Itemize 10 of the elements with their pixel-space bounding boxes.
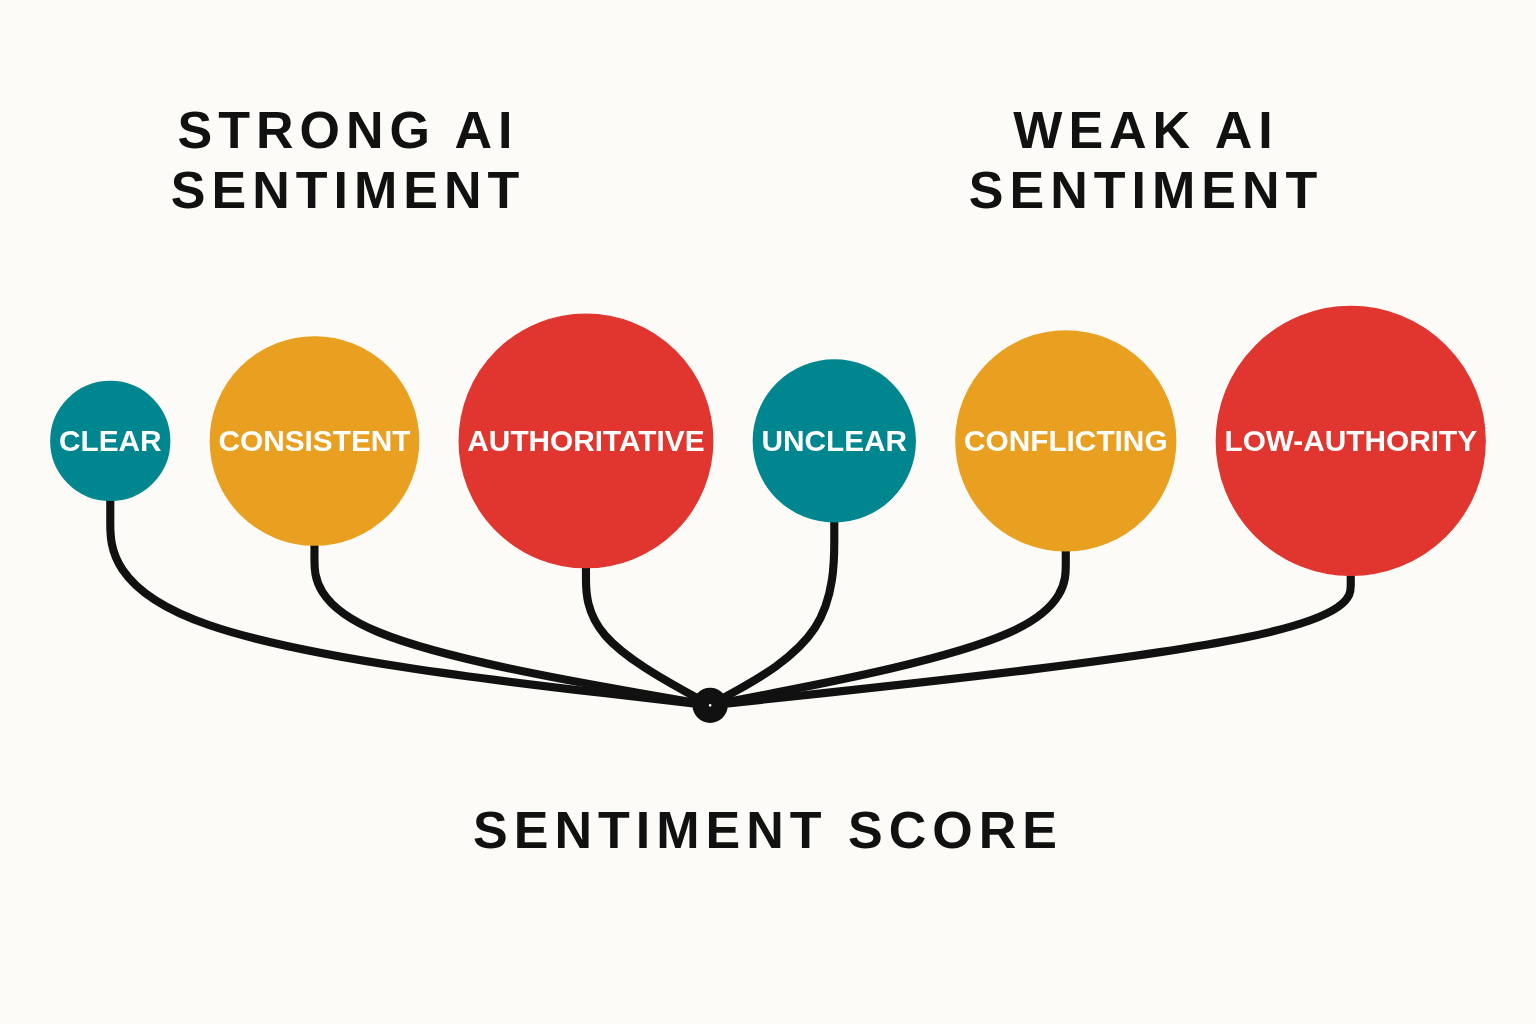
node-circle: LOW-AUTHORITY: [1215, 305, 1486, 577]
heading: WEAK AI SENTIMENT: [967, 100, 1325, 220]
node-circle: CONFLICTING: [955, 330, 1177, 552]
heading: SENTIMENT SCORE: [472, 800, 1064, 860]
node-circle: [692, 687, 728, 723]
node-circle: AUTHORITATIVE: [458, 313, 714, 569]
node-circle: CLEAR: [50, 380, 171, 502]
node-circle: UNCLEAR: [752, 359, 916, 523]
node-circle: CONSISTENT: [209, 336, 420, 546]
heading: STRONG AI SENTIMENT: [169, 100, 527, 220]
